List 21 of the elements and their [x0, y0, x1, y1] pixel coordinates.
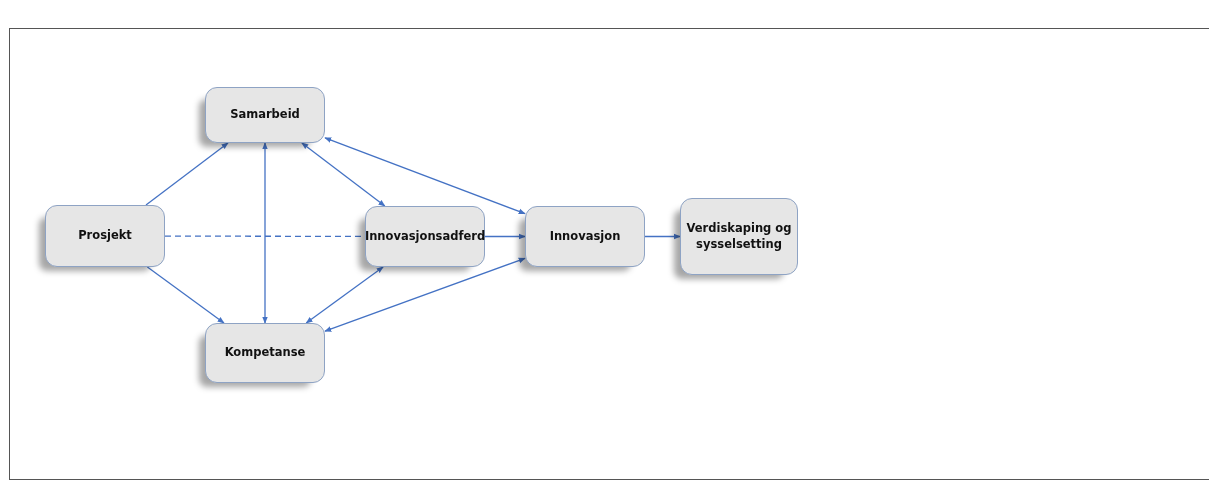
arrow: [484, 233, 526, 240]
arrow: [262, 142, 268, 324]
arrow: [301, 142, 386, 207]
process-box: [205, 87, 325, 143]
node-label: Innovasjonsadferd: [363, 228, 487, 245]
process-box: [680, 198, 798, 275]
arrow: [644, 233, 681, 240]
arrow: [145, 142, 229, 206]
process-box: [525, 206, 645, 267]
node-label: Kompetanse: [223, 345, 307, 361]
node-label: Verdiskaping og sysselsetting: [685, 221, 793, 252]
arrow: [324, 257, 526, 332]
arrow: [146, 266, 225, 324]
process-box: [365, 206, 485, 267]
node-label: Prosjekt: [77, 228, 133, 244]
node-label: Samarbeid: [229, 107, 301, 123]
arrow: [305, 266, 384, 324]
arrow: [324, 137, 526, 215]
process-box: [205, 323, 325, 383]
process-box: [45, 205, 165, 267]
node-label: Innovasjon: [548, 228, 622, 245]
